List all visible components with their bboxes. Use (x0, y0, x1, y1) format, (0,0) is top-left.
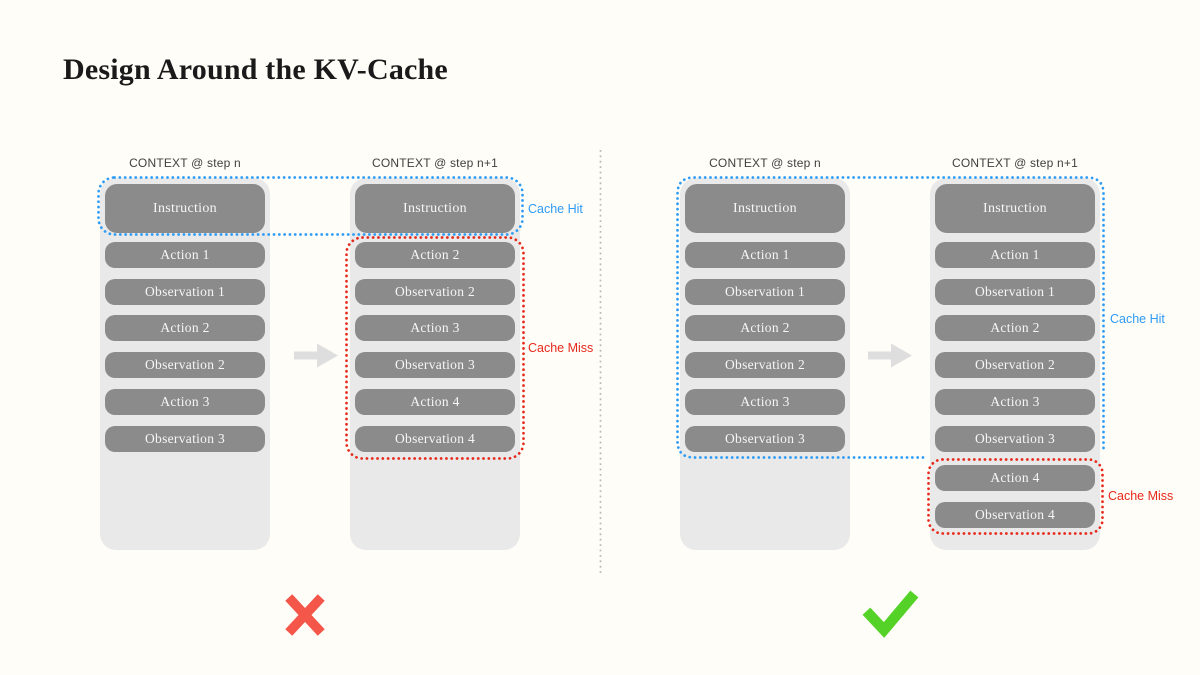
column-header: CONTEXT @ step n+1 (952, 156, 1078, 170)
context-box: Observation 3 (355, 352, 515, 378)
context-box: Observation 1 (105, 279, 265, 305)
context-box: Action 1 (685, 242, 845, 268)
context-box: Action 2 (355, 242, 515, 268)
context-box: Action 1 (105, 242, 265, 268)
context-box: Observation 2 (935, 352, 1095, 378)
context-box: Action 1 (935, 242, 1095, 268)
context-box: Action 3 (105, 389, 265, 415)
arrow-right-icon (868, 343, 912, 368)
cache-hit-label: Cache Hit (528, 202, 583, 216)
check-icon (862, 590, 919, 638)
context-box: Observation 2 (685, 352, 845, 378)
page-title: Design Around the KV-Cache (63, 53, 448, 86)
column-header: CONTEXT @ step n (129, 156, 241, 170)
context-box-instruction: Instruction (355, 184, 515, 233)
context-box: Observation 4 (355, 426, 515, 452)
context-box: Action 3 (685, 389, 845, 415)
context-box: Observation 1 (685, 279, 845, 305)
context-box: Action 4 (355, 389, 515, 415)
column-header: CONTEXT @ step n (709, 156, 821, 170)
context-box: Action 2 (685, 315, 845, 341)
cache-miss-label: Cache Miss (528, 341, 594, 355)
left-column-step-n: CONTEXT @ step n Instruction Action 1 Ob… (100, 0, 270, 600)
context-box: Action 4 (935, 465, 1095, 491)
context-box: Action 2 (935, 315, 1095, 341)
cache-hit-label: Cache Hit (1110, 312, 1165, 326)
context-box-instruction: Instruction (105, 184, 265, 233)
context-box: Observation 2 (355, 279, 515, 305)
arrow-right-icon (294, 343, 338, 368)
context-box: Observation 3 (685, 426, 845, 452)
cache-miss-label: Cache Miss (1108, 489, 1174, 503)
context-box: Action 2 (105, 315, 265, 341)
right-column-step-n: CONTEXT @ step n Instruction Action 1 Ob… (680, 0, 850, 600)
context-box-instruction: Instruction (685, 184, 845, 233)
left-column-step-n1: CONTEXT @ step n+1 Instruction Action 2 … (350, 0, 520, 600)
context-box: Action 3 (935, 389, 1095, 415)
column-header: CONTEXT @ step n+1 (372, 156, 498, 170)
cross-icon (285, 594, 325, 636)
context-box-instruction: Instruction (935, 184, 1095, 233)
context-box: Observation 3 (105, 426, 265, 452)
context-box: Observation 3 (935, 426, 1095, 452)
context-box: Observation 1 (935, 279, 1095, 305)
right-column-step-n1: CONTEXT @ step n+1 Instruction Action 1 … (930, 0, 1100, 600)
context-box: Observation 4 (935, 502, 1095, 528)
context-box: Action 3 (355, 315, 515, 341)
context-box: Observation 2 (105, 352, 265, 378)
